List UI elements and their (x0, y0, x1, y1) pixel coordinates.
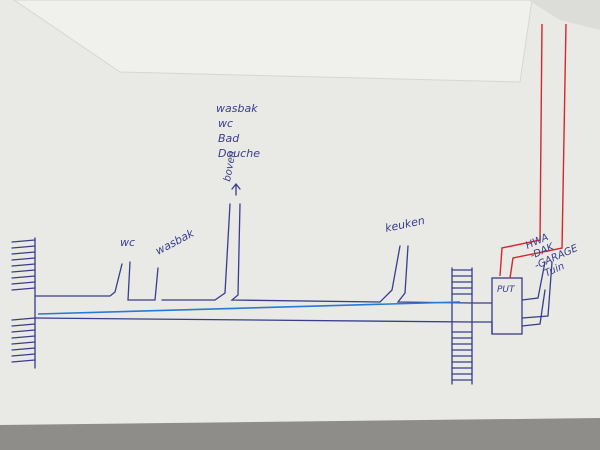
envelope-corner (528, 0, 600, 30)
label-boven: boven (222, 150, 238, 182)
label-upstairs-2: wc (218, 117, 233, 130)
envelope-flap (13, 0, 533, 83)
blue-line (37, 301, 461, 315)
up-arrow (231, 182, 241, 196)
left-wall-hatch (11, 239, 36, 363)
pipe-top-segment-1 (34, 263, 123, 297)
label-upstairs-3: Bad (218, 132, 240, 145)
put-box (491, 277, 523, 335)
label-upstairs-1: wasbak (216, 102, 258, 115)
label-upstairs-4: Douche (218, 147, 260, 160)
label-put: PUT (497, 285, 516, 295)
red-pipes (499, 23, 567, 279)
right-wall-hatch (451, 267, 473, 385)
pipe-drawing (11, 182, 553, 385)
label-wc: wc (120, 236, 135, 249)
pipe-bottom-line (34, 317, 473, 323)
